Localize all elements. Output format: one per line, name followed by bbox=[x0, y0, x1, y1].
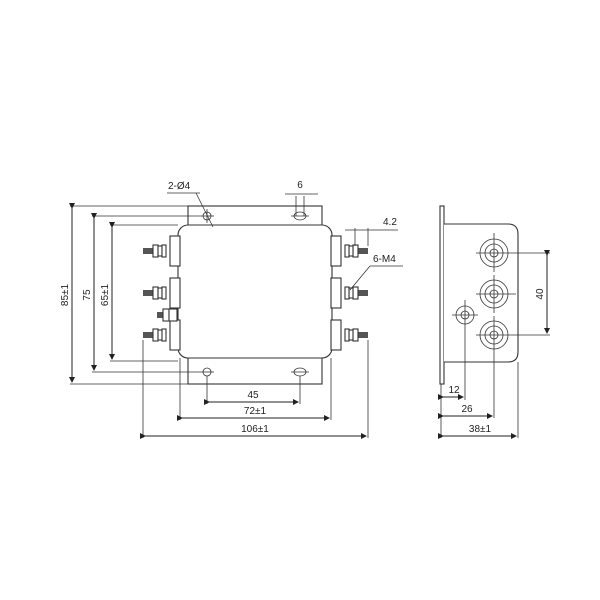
dim-height-overall: 85±1 bbox=[60, 283, 71, 306]
dim-width-overall: 106±1 bbox=[241, 424, 269, 435]
side-terminal bbox=[476, 275, 516, 313]
terminal-stud bbox=[142, 328, 167, 342]
front-view: 85±1 75 65±1 45 72±1 106±1 2-Ø4 6 4 bbox=[60, 180, 403, 439]
callout-holes: 2-Ø4 bbox=[168, 181, 191, 192]
terminal-stud bbox=[344, 286, 369, 300]
side-flange bbox=[439, 205, 445, 385]
terminal-stud bbox=[344, 328, 369, 342]
dim-ground-offset: 12 bbox=[448, 385, 460, 396]
side-terminal bbox=[476, 316, 516, 418]
dim-depth-overall: 38±1 bbox=[469, 424, 492, 435]
dim-slot-width: 6 bbox=[297, 180, 303, 191]
side-terminal bbox=[476, 233, 516, 272]
dim-stud-length: 4.2 bbox=[383, 217, 397, 228]
terminal-stud bbox=[344, 244, 369, 258]
dim-terminal-pitch: 40 bbox=[535, 288, 546, 300]
terminal-stud bbox=[142, 286, 167, 300]
dim-hole-pitch-horizontal: 45 bbox=[247, 390, 259, 401]
dim-body-width: 72±1 bbox=[244, 406, 267, 417]
dim-terminal-offset: 26 bbox=[461, 404, 473, 415]
callout-thread: 6-M4 bbox=[373, 254, 396, 265]
filter-body bbox=[177, 224, 333, 359]
side-view: 40 12 26 38±1 bbox=[438, 205, 550, 439]
dim-hole-pitch-vertical: 75 bbox=[82, 289, 93, 301]
terminal-stud bbox=[142, 244, 167, 258]
dim-body-height: 65±1 bbox=[100, 283, 111, 306]
ground-stud bbox=[157, 308, 178, 322]
side-ground-stud bbox=[452, 300, 478, 400]
